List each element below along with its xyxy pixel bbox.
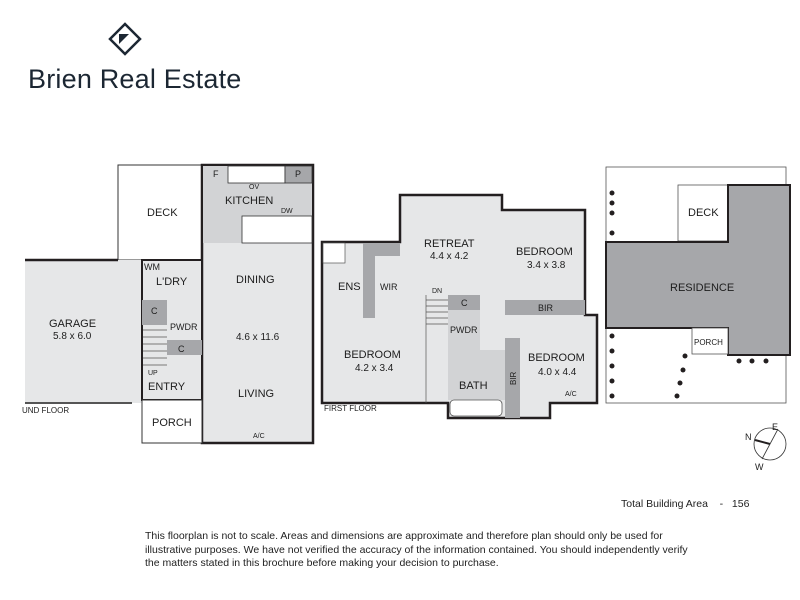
residence-label: RESIDENCE [670,282,734,294]
brand-name: Brien Real Estate [28,64,242,94]
cupboard-label: C [151,306,158,316]
laundry-label: L'DRY [156,276,188,288]
brand-logo-icon [108,22,142,56]
dining-dimensions: 4.6 x 11.6 [236,332,280,343]
built-in-robe [505,300,585,315]
garage-label: GARAGE [49,318,96,330]
bathtub [449,399,503,417]
cupboard-label: C [461,298,468,308]
bedroom-label: BEDROOM [528,352,585,364]
retreat-label: RETREAT [424,238,475,250]
powder-room [448,310,480,350]
bedroom-dimensions: 4.0 x 4.4 [538,367,577,378]
compass-north: N [745,432,752,442]
kitchen-label: KITCHEN [225,195,273,207]
compass-icon: N E W [745,422,787,472]
entry-label: ENTRY [148,381,186,393]
stairs-down-label: DN [432,288,442,295]
first-floor-plan: RETREAT 4.4 x 4.2 BEDROOM 3.4 x 3.8 BIR … [320,193,599,420]
floorplan: DECK F P OV KITCHEN DW DINING 4.6 x 11.6… [22,163,791,472]
retreat-dimensions: 4.4 x 4.2 [430,251,469,262]
porch-label: PORCH [152,417,192,429]
total-building-area: Total Building Area - 156 [621,498,749,510]
bir-label: BIR [509,371,518,385]
oven-label: OV [249,184,259,191]
bathroom [448,350,505,400]
cupboard [167,340,202,355]
powder-room-label: PWDR [450,325,478,335]
garage-room [25,260,142,403]
bedroom-dimensions: 3.4 x 3.8 [527,260,566,271]
fridge-label: F [213,169,219,179]
ac-label: A/C [565,391,577,398]
compass-east: E [772,422,778,432]
porch-area [141,399,203,444]
walk-in-robe [375,256,400,318]
bedroom-dimensions: 4.2 x 3.4 [355,363,394,374]
built-in-robe [505,338,520,418]
ensuite-shower [322,242,346,264]
disclaimer-text: This floorplan is not to scale. Areas an… [145,530,688,569]
cupboard [448,295,480,310]
compass-west: W [755,462,764,472]
living-label: LIVING [238,388,274,400]
ac-label: A/C [253,433,265,440]
pantry-label: P [295,169,301,179]
dining-label: DINING [236,274,275,286]
bir-label: BIR [538,303,554,313]
pantry [284,165,313,184]
first-floor-label: FIRST FLOOR [324,404,377,413]
wir-label: WIR [380,282,398,292]
dishwasher-label: DW [281,208,293,215]
bedroom-label: BEDROOM [344,349,401,361]
area-value: 156 [731,498,750,510]
area-label: Total Building Area [621,498,708,510]
kitchen-island [241,215,313,244]
ground-floor-label: UND FLOOR [22,406,69,415]
site-plan: DECK RESIDENCE PORCH [605,166,791,404]
bedroom-label: BEDROOM [516,246,573,258]
cupboard-label: C [178,344,185,354]
site-deck-label: DECK [688,207,719,219]
deck-area [117,164,203,261]
ensuite-label: ENS [338,281,361,293]
powder-room-label: PWDR [170,322,198,332]
stairs-up-label: UP [148,370,158,377]
washing-machine-label: WM [144,262,160,272]
cupboard [142,300,167,325]
kitchen-bench [227,165,286,184]
garage-dimensions: 5.8 x 6.0 [53,331,92,342]
ground-floor-plan: DECK F P OV KITCHEN DW DINING 4.6 x 11.6… [22,163,315,445]
area-separator: - [719,498,724,510]
bath-label: BATH [459,380,488,392]
site-porch-label: PORCH [694,338,723,347]
deck-label: DECK [147,207,178,219]
residence-shape [605,184,791,356]
